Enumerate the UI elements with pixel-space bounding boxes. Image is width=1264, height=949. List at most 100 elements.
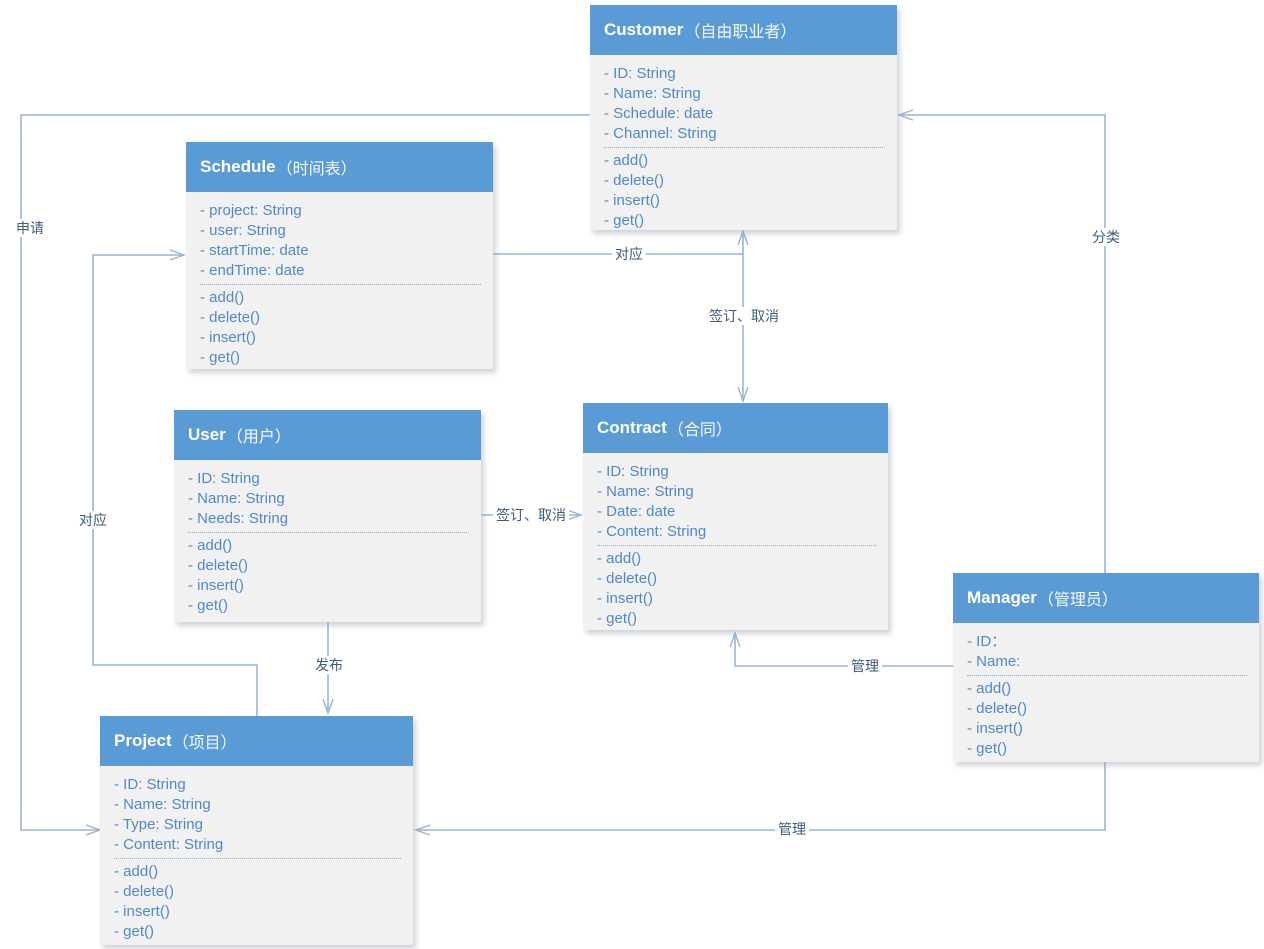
method-row: - insert(): [200, 329, 256, 346]
attribute-row: - Channel: String: [604, 125, 717, 142]
methods-section: - add() - delete() - insert() - get(): [604, 147, 885, 231]
attribute-row: - Type: String: [114, 816, 203, 833]
method-row: - insert(): [597, 590, 653, 607]
class-body: - ID: String- Name: String- Date: date- …: [583, 453, 888, 629]
attribute-row: - ID: String: [604, 65, 676, 82]
attribute-row: - ID: String: [597, 463, 669, 480]
connector-label-classify: 分类: [1089, 228, 1123, 246]
method-row: - delete(): [200, 309, 261, 326]
connector-label-publish: 发布: [312, 656, 346, 674]
class-body: - ID：- Name:- add()- delete()- insert()-…: [953, 623, 1259, 759]
class-body: - ID: String - Name: String - Needs: Strin…: [174, 460, 481, 616]
class-name: Customer: [604, 20, 684, 39]
class-name: User: [188, 425, 226, 444]
methods-section: - add() - delete() - insert() - get(): [597, 545, 876, 629]
class-body: - ID: String - Name: String - Schedule: da…: [590, 55, 897, 231]
class-header: Customer（自由职业者）: [590, 5, 897, 55]
connector-apply-line: [20, 114, 590, 836]
connector-label-manage-contract: 管理: [848, 657, 882, 675]
attribute-row: - startTime: date: [200, 242, 309, 259]
method-row: - add(): [967, 680, 1012, 697]
methods-section: - add() - delete() - insert() - get(): [967, 675, 1247, 759]
method-row: - get(): [967, 740, 1008, 757]
connector-project-correspond-line: [92, 249, 258, 716]
class-name: Project: [114, 731, 172, 750]
class-box-user: User（用户） - ID: String - Name: String - Need…: [174, 410, 481, 622]
class-header: Manager（管理员）: [953, 573, 1259, 623]
method-row: - insert(): [604, 192, 660, 209]
connector-classify-line: [896, 109, 1106, 573]
method-row: - delete(): [967, 700, 1028, 717]
attributes-section: - ID: String- Name: String- Date: date- …: [597, 462, 876, 542]
method-row: - add(): [604, 152, 649, 169]
method-row: - insert(): [114, 903, 170, 920]
class-name-cn: （项目）: [172, 735, 237, 752]
attribute-row: - Name: String: [604, 85, 701, 102]
class-name-cn: （管理员）: [1037, 592, 1118, 609]
method-row: - get(): [188, 597, 229, 614]
connector-label-sign-cancel-user-contract: 签订、取消: [493, 506, 569, 524]
attribute-row: - ID: String: [188, 470, 260, 487]
method-row: - insert(): [967, 720, 1023, 737]
attribute-row: - project: String: [200, 202, 302, 219]
connector-manage-project-line: [413, 762, 1106, 836]
method-row: - add(): [597, 550, 642, 567]
class-name: Manager: [967, 588, 1037, 607]
attributes-section: - ID： - Name:: [967, 632, 1247, 672]
method-row: - delete(): [188, 557, 249, 574]
class-box-schedule: Schedule（时间表） - project: String - user: St…: [186, 142, 493, 369]
connector-label-schedule-correspond: 对应: [612, 245, 646, 263]
attribute-row: - Content: String: [114, 836, 224, 853]
method-row: - delete(): [114, 883, 175, 900]
attribute-row: - Needs: String: [188, 510, 289, 527]
attribute-row: - Name: String: [114, 796, 211, 813]
connector-label-manage-project: 管理: [775, 820, 809, 838]
class-body: - ID: String - Name: String - Type: String…: [100, 766, 413, 942]
class-name-cn: （用户）: [226, 429, 291, 446]
class-header: Contract（合同）: [583, 403, 888, 453]
attribute-row: - ID: String: [114, 776, 186, 793]
method-row: - add(): [188, 537, 233, 554]
class-box-customer: Customer（自由职业者） - ID: String - Name: Strin…: [590, 5, 897, 230]
method-row: - delete(): [597, 570, 658, 587]
connector-label-apply: 申请: [13, 219, 47, 237]
attribute-row: - Name: String: [188, 490, 285, 507]
class-name-cn: （时间表）: [276, 161, 357, 178]
attribute-row: - Name: String: [597, 483, 694, 500]
class-name: Contract: [597, 418, 667, 437]
class-header: Schedule（时间表）: [186, 142, 493, 192]
methods-section: - add() - delete() - insert() - get(): [188, 532, 469, 616]
attributes-section: - project: String - user: String - startTi…: [200, 201, 481, 281]
attribute-row: - Content: String: [597, 523, 707, 540]
methods-section: - add() - delete() - insert() - get(): [114, 858, 401, 942]
attribute-row: - user: String: [200, 222, 286, 239]
class-header: Project（项目）: [100, 716, 413, 766]
method-row: - delete(): [604, 172, 665, 189]
attributes-section: - ID: String - Name: String - Type: String…: [114, 775, 401, 855]
attribute-row: - ID：: [967, 633, 1007, 650]
class-body: - project: String - user: String - startTi…: [186, 192, 493, 368]
method-row: - get(): [597, 610, 638, 627]
method-row: - get(): [604, 212, 645, 229]
attribute-row: - Name:: [967, 653, 1021, 670]
attribute-row: - endTime: date: [200, 262, 305, 279]
method-row: - get(): [114, 923, 155, 940]
method-row: - insert(): [188, 577, 244, 594]
methods-section: - add() - delete() - insert() - get(): [200, 284, 481, 368]
connector-manage-contract-line: [729, 630, 953, 667]
class-name: Schedule: [200, 157, 276, 176]
class-name-cn: （合同）: [667, 422, 732, 439]
attributes-section: - ID: String - Name: String - Schedule: da…: [604, 64, 885, 144]
attributes-section: - ID: String - Name: String - Needs: Strin…: [188, 469, 469, 529]
method-row: - add(): [200, 289, 245, 306]
method-row: - add(): [114, 863, 159, 880]
class-header: User（用户）: [174, 410, 481, 460]
connector-label-sign-cancel-customer-contract: 签订、取消: [706, 307, 782, 325]
attribute-row: - Schedule: date: [604, 105, 714, 122]
connector-label-project-correspond: 对应: [76, 511, 110, 529]
class-box-manager: Manager（管理员） - ID： - Name: - add() - delete(…: [953, 573, 1259, 762]
method-row: - get(): [200, 349, 241, 366]
class-box-project: Project（项目） - ID: String - Name: String - T…: [100, 716, 413, 945]
